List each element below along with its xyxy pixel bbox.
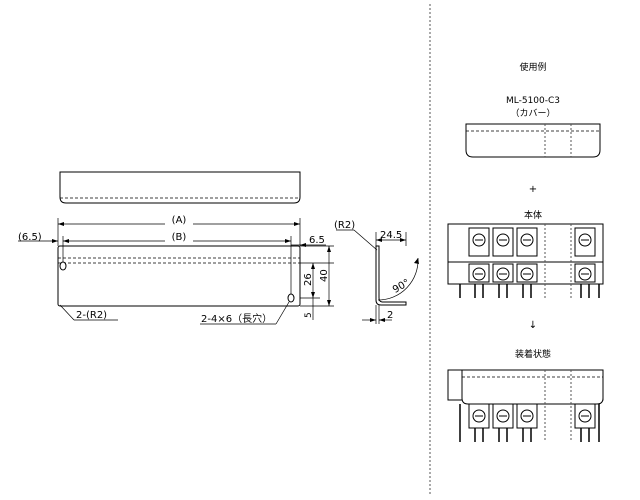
side-angle-label: 90° (391, 277, 412, 295)
slots-label: 2-4×6（長穴） (201, 312, 272, 325)
slot-left (59, 261, 67, 271)
dimension-b: (B) (62, 231, 292, 294)
usage-plus: + (529, 184, 537, 195)
dimension-vertical: 26 40 5 (300, 245, 334, 320)
cover-side-view: 24.5 90° (R2) 2 (334, 220, 419, 324)
dim-5-label: 5 (304, 312, 314, 318)
cover-front-view (57, 245, 301, 307)
leader-corner-radius: 2-(R2) (59, 304, 118, 321)
usage-model: ML-5100-C3 (506, 96, 560, 106)
side-radius-label: (R2) (334, 220, 355, 231)
dim-26-label: 26 (303, 273, 314, 286)
usage-body-label: 本体 (524, 209, 542, 221)
slot-right (287, 293, 295, 303)
dim-a-label: (A) (172, 215, 187, 226)
left-offset-label: (6.5) (18, 232, 42, 243)
leader-slots: 2-4×6（長穴） (200, 301, 290, 325)
right-offset-label: 6.5 (309, 235, 325, 246)
usage-assembled (447, 369, 604, 440)
dimension-a: (A) (57, 214, 301, 246)
dimension-left-offset: (6.5) (18, 232, 58, 243)
corner-radius-label: 2-(R2) (76, 310, 107, 321)
usage-model-note: （カバー） (510, 108, 555, 119)
side-width-label: 24.5 (380, 230, 402, 241)
cover-top-view (59, 171, 301, 204)
usage-title: 使用例 (519, 61, 546, 73)
dim-b-label: (B) (172, 232, 187, 243)
usage-arrow: ↓ (529, 320, 537, 331)
dim-40-label: 40 (319, 269, 330, 282)
usage-cover (465, 123, 601, 158)
usage-assembled-label: 装着状態 (515, 348, 551, 360)
dimension-right-offset: 6.5 (291, 235, 326, 247)
side-thickness-label: 2 (387, 310, 393, 321)
usage-terminal-components (459, 224, 600, 442)
